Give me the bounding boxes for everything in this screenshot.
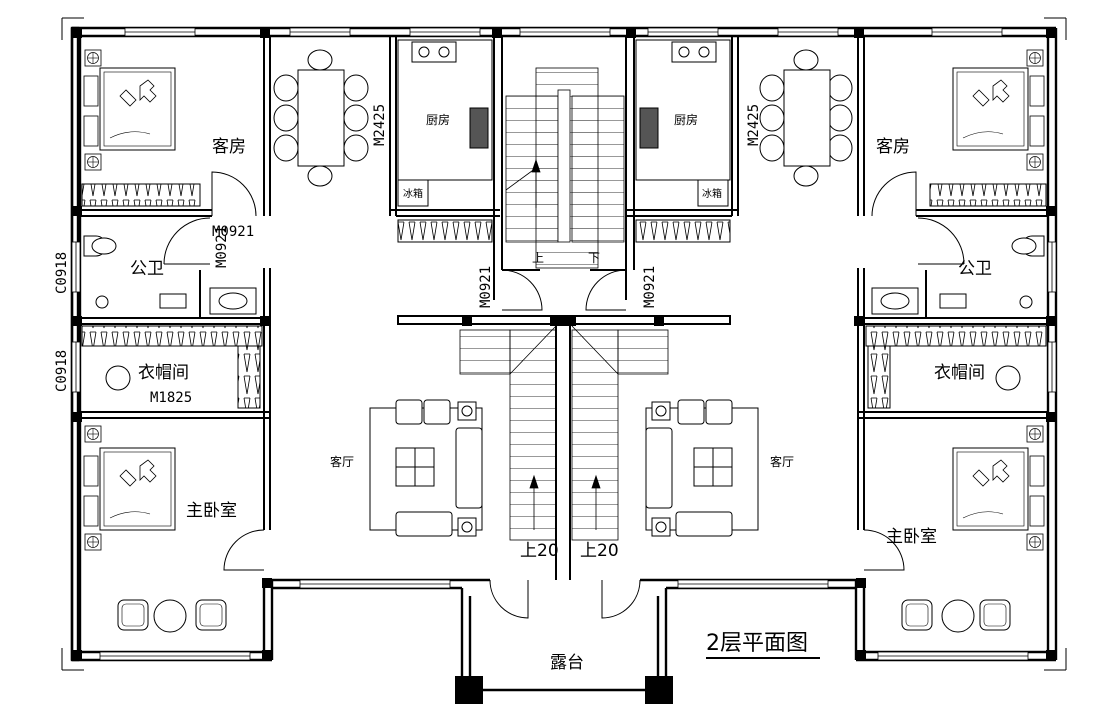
code-c0918-bath: C0918 <box>54 252 70 294</box>
room-label-kitchen-right: 厨房 <box>674 112 698 127</box>
dining-table-left <box>273 49 369 187</box>
guest-room-right <box>929 49 1047 207</box>
room-label-guest-left: 客房 <box>212 137 246 157</box>
code-m0921-stair-right: M0921 <box>642 266 658 308</box>
upper-stair <box>505 67 625 269</box>
kitchen-right-fixtures <box>635 39 731 243</box>
master-left-fixtures <box>83 425 227 633</box>
windows-top <box>71 27 1057 661</box>
lower-stairs <box>459 325 669 541</box>
code-m0921-bath-left: M0921 <box>214 226 230 268</box>
room-label-bath-right: 公卫 <box>958 259 992 279</box>
room-label-kitchen-left: 厨房 <box>426 112 450 127</box>
master-right-fixtures <box>901 425 1045 633</box>
bath-left-fixtures <box>83 235 257 315</box>
closet-left-fixtures <box>81 325 263 409</box>
room-label-closet-left: 衣帽间 <box>138 363 189 383</box>
bath-right-fixtures <box>871 235 1045 315</box>
room-label-terrace: 露台 <box>550 653 584 673</box>
stair-down-label: 下 <box>588 251 600 265</box>
labels: 客房 客房 厨房 厨房 冰箱 冰箱 公卫 公卫 衣帽间 衣帽间 客厅 客厅 主卧… <box>54 104 992 673</box>
stair-up20-right: 上20 <box>580 541 619 561</box>
columns <box>72 28 1056 704</box>
code-m2425-left: M2425 <box>372 104 388 146</box>
fridge-label-right: 冰箱 <box>702 187 722 200</box>
doors <box>163 171 965 619</box>
room-label-master-left: 主卧室 <box>186 501 237 521</box>
plan-title: 2层平面图 <box>706 631 808 656</box>
room-label-bath-left: 公卫 <box>130 259 164 279</box>
room-label-living-right: 客厅 <box>770 454 794 469</box>
guest-room-left <box>81 49 201 207</box>
kitchen-left-fixtures <box>397 39 493 243</box>
room-label-guest-right: 客房 <box>876 137 910 157</box>
stair-up-label: 上 <box>532 251 544 265</box>
code-m2425-right: M2425 <box>746 104 762 146</box>
living-left-furniture <box>369 399 483 537</box>
stair-up20-left: 上20 <box>520 541 559 561</box>
code-m0921-guest-left: M0921 <box>212 224 254 240</box>
dining-table-right <box>759 49 853 187</box>
code-m1825: M1825 <box>150 390 192 406</box>
living-right-furniture <box>645 399 759 537</box>
fridge-label-left: 冰箱 <box>403 187 423 200</box>
room-label-master-right: 主卧室 <box>886 527 937 547</box>
corner-markers <box>61 17 1067 671</box>
closet-right-fixtures <box>865 325 1047 409</box>
room-label-living-left: 客厅 <box>330 454 354 469</box>
code-c0918-closet: C0918 <box>54 350 70 392</box>
code-m0921-stair-left: M0921 <box>478 266 494 308</box>
room-label-closet-right: 衣帽间 <box>934 363 985 383</box>
